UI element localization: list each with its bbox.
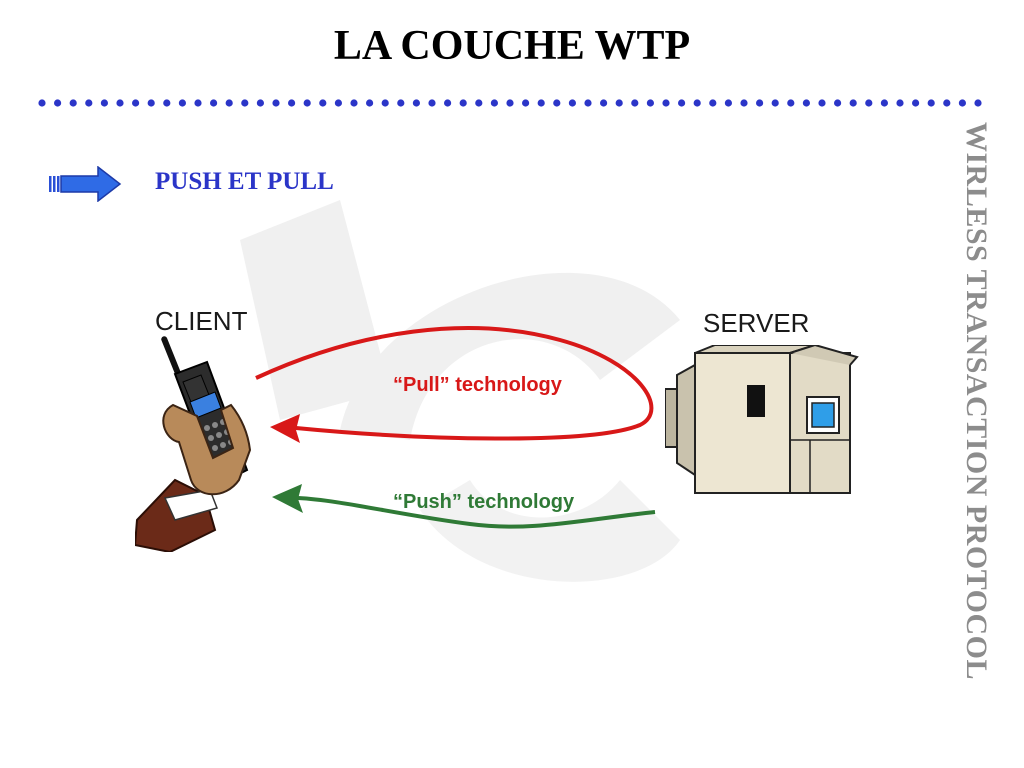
divider-dot bbox=[475, 99, 483, 107]
divider-dot bbox=[132, 99, 140, 107]
divider-dot bbox=[381, 99, 389, 107]
divider-dot bbox=[849, 99, 857, 107]
divider-dot bbox=[334, 99, 342, 107]
divider-dot bbox=[693, 99, 701, 107]
divider-dot bbox=[678, 99, 686, 107]
divider-dot bbox=[366, 99, 374, 107]
divider-dot bbox=[272, 99, 280, 107]
divider-dot bbox=[568, 99, 577, 107]
divider-dot bbox=[319, 99, 327, 107]
divider-dot bbox=[241, 99, 249, 107]
divider-dot bbox=[444, 99, 452, 107]
divider-dot bbox=[880, 99, 889, 107]
divider-dot bbox=[100, 99, 108, 107]
divider-dot bbox=[69, 99, 77, 107]
divider-dot bbox=[350, 99, 358, 107]
server-computer-icon bbox=[665, 345, 859, 494]
section-subtitle: PUSH ET PULL bbox=[155, 168, 334, 195]
watermark-logo-icon bbox=[240, 200, 680, 582]
divider-dot bbox=[38, 99, 46, 107]
pull-technology-label: “Pull” technology bbox=[393, 374, 562, 396]
mobile-phone-in-hand-icon bbox=[135, 336, 252, 552]
divider-dot bbox=[584, 99, 592, 107]
blue-arrow-icon bbox=[49, 166, 122, 202]
divider-dot bbox=[896, 99, 904, 107]
divider-dot bbox=[397, 99, 405, 107]
divider-dot bbox=[787, 99, 795, 107]
divider-dot bbox=[958, 99, 967, 107]
divider-dot bbox=[256, 99, 264, 107]
divider-dot bbox=[724, 99, 733, 107]
divider-dot bbox=[147, 99, 155, 107]
divider-dot bbox=[54, 99, 62, 107]
push-technology-label: “Push” technology bbox=[393, 491, 575, 513]
divider-dot bbox=[818, 99, 826, 107]
divider-dot bbox=[771, 99, 779, 107]
divider-dot bbox=[553, 99, 561, 107]
server-label: SERVER bbox=[703, 308, 810, 338]
dotted-divider bbox=[38, 99, 982, 107]
divider-dot bbox=[194, 99, 202, 107]
divider-dot bbox=[740, 99, 748, 107]
divider-dot bbox=[85, 99, 93, 107]
divider-dot bbox=[756, 99, 764, 107]
divider-dot bbox=[303, 99, 311, 107]
divider-dot bbox=[412, 99, 420, 107]
divider-dot bbox=[943, 99, 951, 107]
divider-dot bbox=[506, 99, 514, 107]
client-label: CLIENT bbox=[155, 306, 248, 336]
divider-dot bbox=[428, 99, 436, 107]
divider-dot bbox=[631, 99, 639, 107]
divider-dot bbox=[834, 99, 842, 107]
divider-dot bbox=[210, 99, 218, 107]
divider-dot bbox=[116, 99, 124, 107]
divider-dot bbox=[912, 99, 920, 107]
push-arrowhead-icon bbox=[272, 484, 303, 513]
divider-dot bbox=[225, 99, 233, 107]
pull-arrowhead-icon bbox=[270, 414, 300, 443]
divider-dot bbox=[615, 99, 623, 107]
divider-dot bbox=[522, 99, 530, 107]
divider-dot bbox=[600, 99, 608, 107]
divider-dot bbox=[459, 99, 467, 107]
divider-dot bbox=[662, 99, 670, 107]
divider-dot bbox=[163, 99, 171, 107]
page-title: LA COUCHE WTP bbox=[333, 23, 691, 69]
divider-dot bbox=[288, 99, 296, 107]
divider-dot bbox=[709, 99, 717, 107]
divider-dot bbox=[974, 99, 982, 107]
divider-dot bbox=[865, 99, 873, 107]
pull-request-arrow bbox=[255, 326, 654, 441]
divider-dot bbox=[927, 99, 935, 107]
divider-dot bbox=[178, 99, 186, 107]
divider-dot bbox=[646, 99, 655, 107]
push-arrow bbox=[297, 496, 656, 529]
divider-dot bbox=[802, 99, 811, 107]
divider-dot bbox=[490, 99, 498, 107]
divider-dot bbox=[537, 99, 545, 107]
